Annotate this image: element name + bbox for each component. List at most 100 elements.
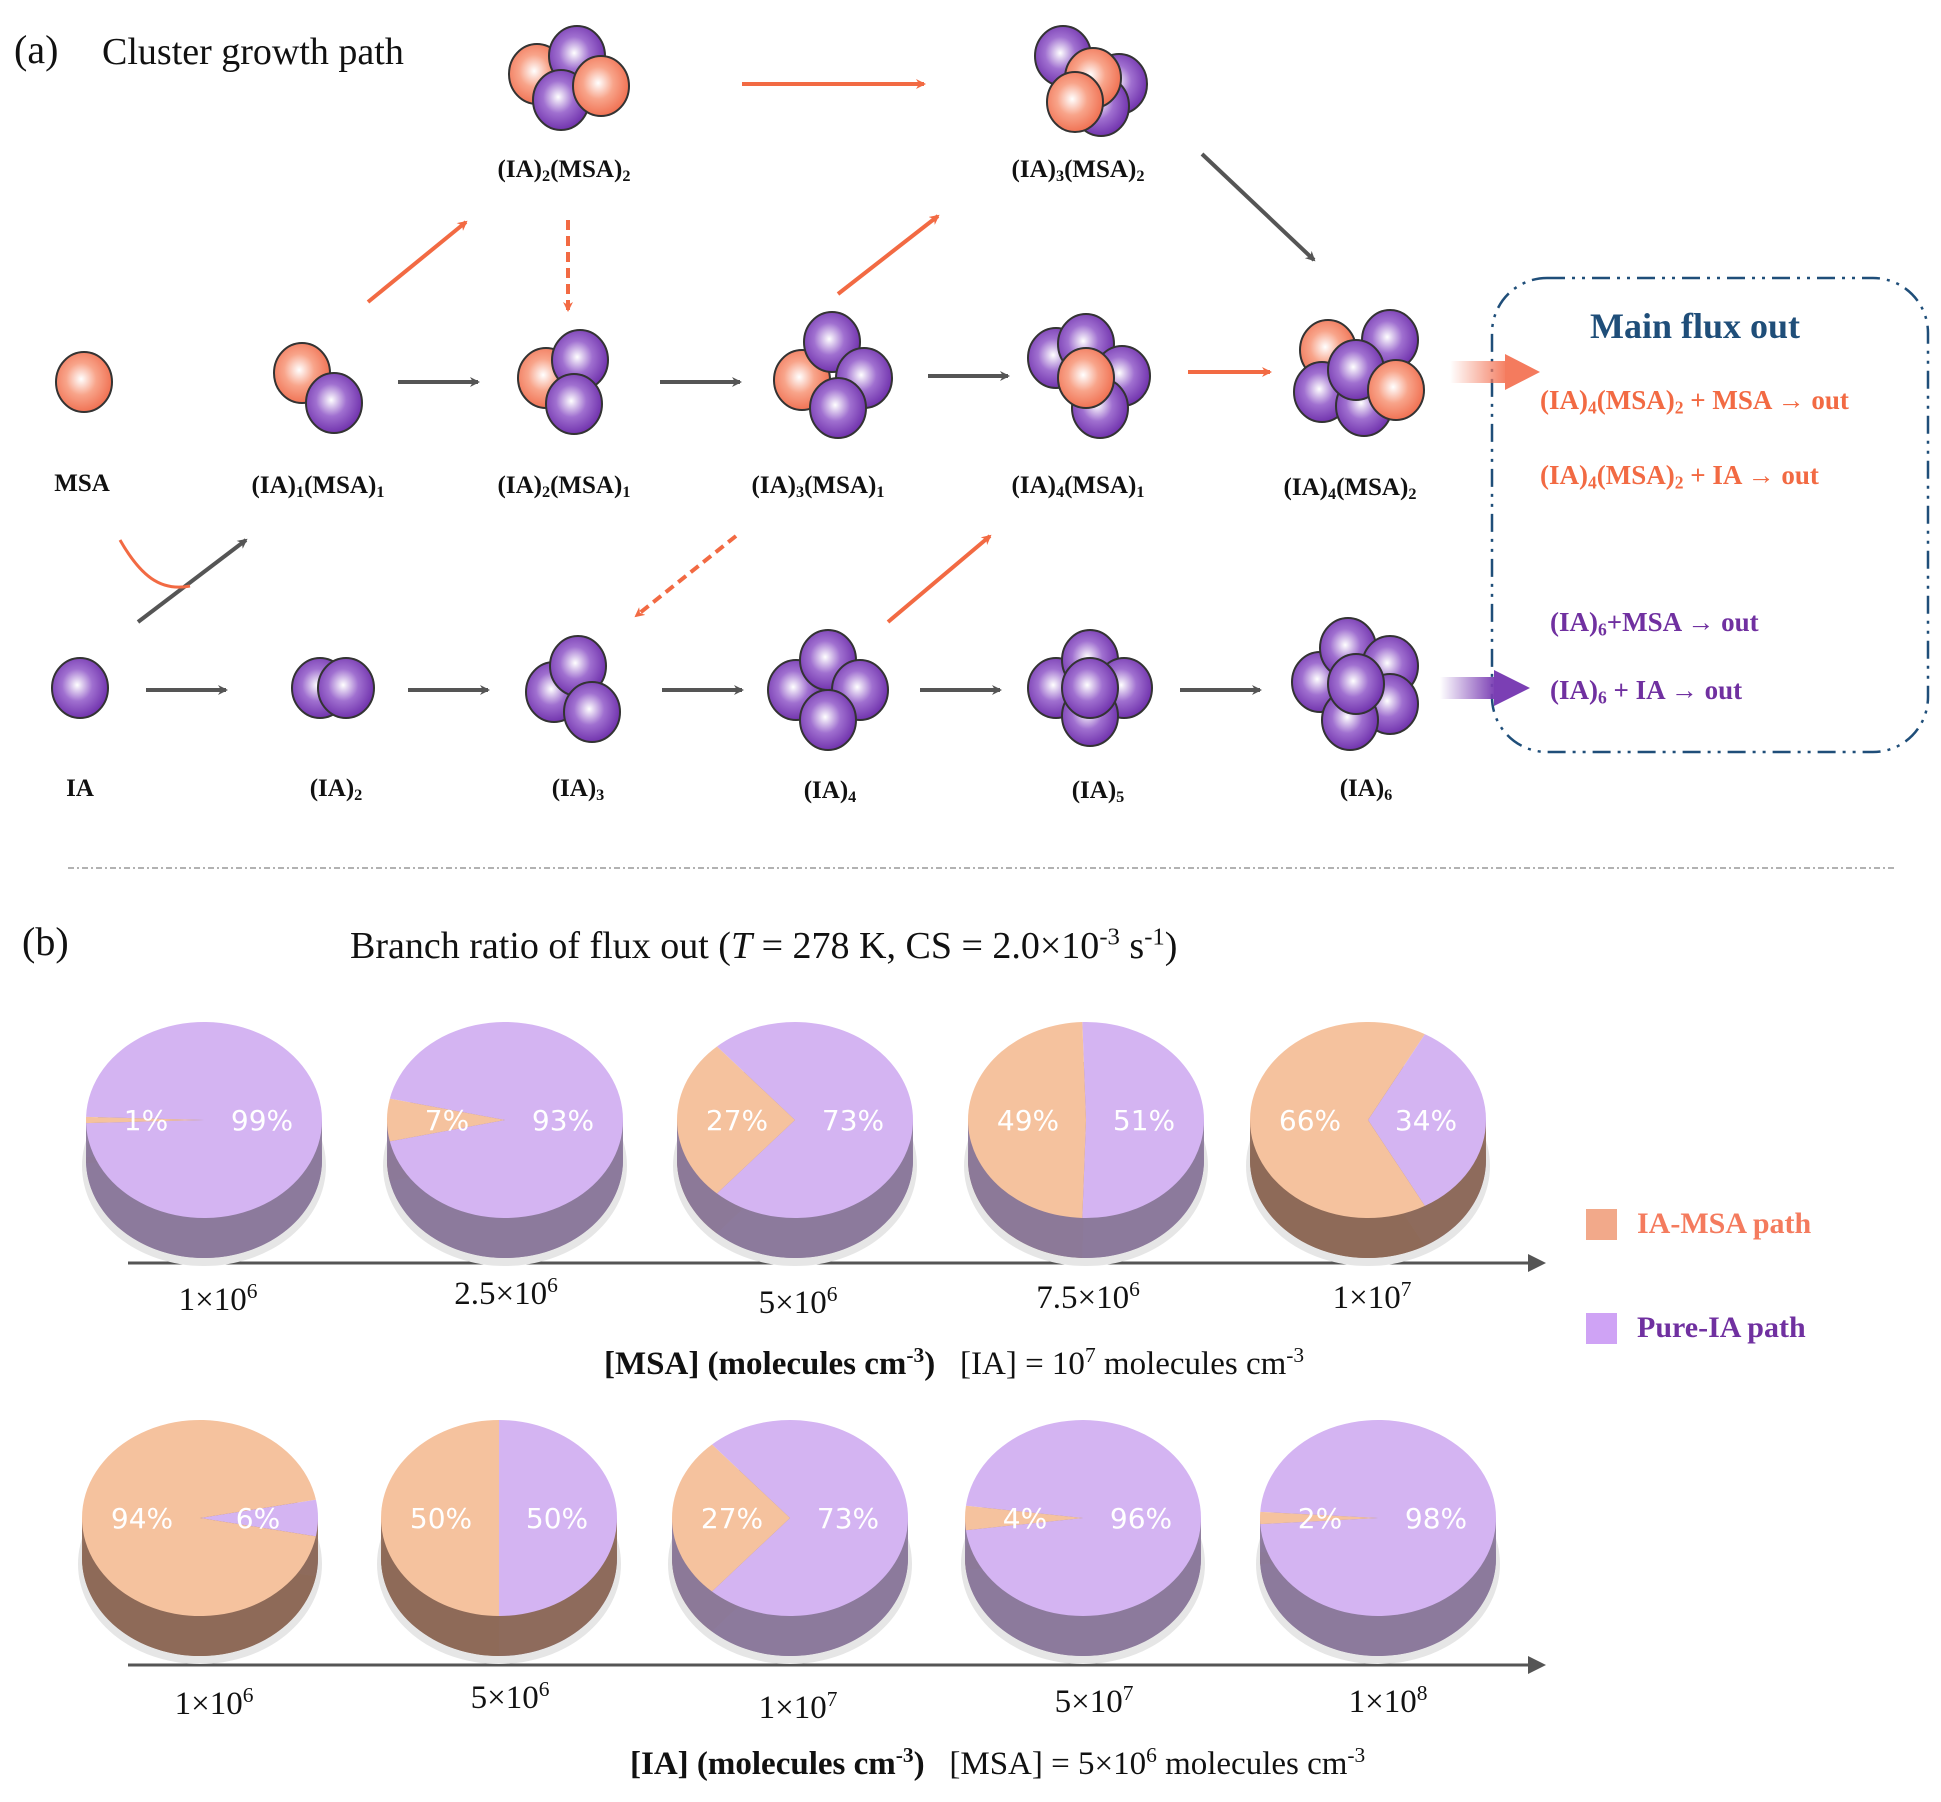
pie-ia-4: 2%98%: [1256, 1419, 1500, 1665]
cluster-ia5-icon: [1027, 629, 1153, 747]
pie-ia-2: 27%73%: [668, 1420, 912, 1665]
ia-flux-out-arrow: [1440, 670, 1530, 706]
pie-slice-ia-msa: [387, 1098, 505, 1142]
pie-side: [86, 1062, 323, 1258]
pie-side-ia-msa: [1260, 1551, 1378, 1565]
pie-rim: [1250, 1120, 1486, 1258]
legend-swatch-pure-ia: [1586, 1312, 1617, 1344]
pie-label-ia-msa: 2%: [1298, 1502, 1342, 1535]
label-ia5: (IA)5: [1071, 777, 1125, 807]
msa-molecule: [55, 351, 113, 413]
pie-shadow: [1246, 1066, 1490, 1266]
pie-side-pure-ia: [1082, 1062, 1205, 1258]
pie-slice-ia-msa: [672, 1444, 790, 1592]
pie-rim: [1260, 1518, 1496, 1656]
msa-molecule: [1057, 347, 1115, 409]
pie-side-pure-ia: [1260, 1459, 1496, 1656]
msa-molecule: [572, 55, 630, 117]
flux-line-ia-2: (IA)6 + IA → out: [1550, 675, 1743, 708]
pie-label-pure-ia: 99%: [231, 1104, 293, 1137]
label-ia1msa1: (IA)1(MSA)1: [251, 472, 385, 502]
pie-rim: [387, 1120, 623, 1258]
ia-axis-caption: [IA] (molecules cm-3) [MSA] = 5×106 mole…: [630, 1743, 1366, 1782]
msa-molecule: [1367, 359, 1425, 421]
panel-b-label: (b): [22, 919, 69, 964]
pie-side-ia-msa: [677, 1086, 795, 1234]
pie-rim: [968, 1120, 1204, 1258]
pie-slice-pure-ia: [499, 1420, 617, 1616]
cluster-ia1msa1-icon: [273, 342, 363, 434]
pie-slice-pure-ia: [711, 1420, 909, 1616]
pie-slice-ia-msa: [1250, 1021, 1425, 1218]
label-ia2msa2: (IA)2(MSA)2: [497, 156, 631, 186]
pie-rim: [965, 1518, 1201, 1656]
pie-shadow: [383, 1066, 627, 1266]
pie-side-pure-ia: [499, 1460, 617, 1656]
pie-label-pure-ia: 96%: [1110, 1502, 1172, 1535]
pie-label-pure-ia: 6%: [236, 1502, 280, 1535]
pie-label-ia-msa: 94%: [111, 1502, 173, 1535]
pie-msa-3: 49%51%: [964, 1021, 1208, 1266]
pie-label-ia-msa: 7%: [425, 1104, 469, 1137]
pie-label-ia-msa: 4%: [1003, 1502, 1047, 1535]
pie-slice-ia-msa: [968, 1022, 1086, 1218]
arrow-ia4-to-ia4msa1: [886, 534, 992, 624]
pie-label-pure-ia: 73%: [817, 1502, 879, 1535]
pie-side-pure-ia: [965, 1459, 1201, 1657]
pie-slice-ia-msa: [86, 1116, 204, 1124]
pie-slice-ia-msa: [81, 1420, 316, 1617]
pie-label-pure-ia: 93%: [532, 1104, 594, 1137]
panel-b-title: Branch ratio of flux out (T = 278 K, CS …: [350, 923, 1178, 967]
pie-side-pure-ia: [1368, 1074, 1486, 1246]
pie-side-ia-msa: [672, 1484, 790, 1632]
pie-slice-pure-ia: [389, 1021, 624, 1218]
pie-side: [677, 1062, 913, 1258]
panel-a-label: (a): [14, 27, 59, 72]
pie-label-ia-msa: 27%: [706, 1104, 768, 1137]
pie-ia-3: 4% 96%: [961, 1419, 1205, 1665]
tick-label-msa-3: 7.5×106: [1036, 1277, 1140, 1316]
legend-swatch-ia-msa: [1586, 1208, 1617, 1240]
ia-molecule: [317, 657, 375, 719]
cluster-ia4msa1-icon: [1027, 313, 1151, 439]
pie-side: [1250, 1062, 1486, 1258]
flux-box-title: Main flux out: [1590, 306, 1801, 346]
cluster-ia2-icon: [291, 657, 375, 719]
pie-side: [381, 1460, 617, 1656]
cluster-ia3msa1-icon: [773, 311, 893, 439]
cluster-ia3-icon: [525, 635, 621, 743]
pie-shadow: [964, 1066, 1208, 1266]
label-ia4: (IA)4: [803, 777, 857, 807]
cluster-ia2msa1-icon: [517, 329, 609, 435]
pie-side-ia-msa: [86, 1156, 204, 1164]
pie-shadow: [377, 1464, 621, 1664]
pie-side-pure-ia: [711, 1460, 909, 1656]
pie-msa-0: 1% 99%: [82, 1022, 326, 1266]
arrow-ia3msa1-to-ia3msa2: [836, 214, 940, 296]
pie-label-ia-msa: 50%: [410, 1502, 472, 1535]
pie-msa-1: 7% 93%: [383, 1021, 627, 1266]
pie-shadow: [668, 1464, 912, 1664]
legend-item-pure-ia: Pure-IA path: [1586, 1311, 1806, 1345]
cluster-ia3msa2-icon: [1034, 25, 1148, 137]
tick-label-msa-0: 1×106: [178, 1279, 258, 1318]
x-axis-arrowhead: [1528, 1656, 1546, 1674]
label-ia3msa2: (IA)3(MSA)2: [1011, 156, 1145, 186]
label-ia3: (IA)3: [551, 775, 605, 805]
cluster-ia4msa2-icon: [1293, 309, 1425, 437]
label-ia4msa2: (IA)4(MSA)2: [1283, 474, 1417, 504]
ia-molecule: [51, 657, 109, 719]
pie-side-ia-msa: [387, 1138, 505, 1182]
tick-label-ia-2: 1×107: [758, 1687, 838, 1726]
ia-molecule: [809, 377, 867, 439]
pie-rim: [381, 1518, 617, 1656]
pie-slice-pure-ia: [86, 1022, 323, 1218]
tick-label-msa-1: 2.5×106: [454, 1273, 558, 1312]
pie-slice-ia-msa: [965, 1505, 1083, 1531]
pie-label-ia-msa: 1%: [124, 1104, 168, 1137]
pie-shadow: [961, 1464, 1205, 1664]
pie-side-ia-msa: [381, 1460, 499, 1656]
pie-side-ia-msa: [1250, 1062, 1425, 1258]
pie-slice-pure-ia: [1260, 1419, 1496, 1616]
pie-label-pure-ia: 73%: [822, 1104, 884, 1137]
